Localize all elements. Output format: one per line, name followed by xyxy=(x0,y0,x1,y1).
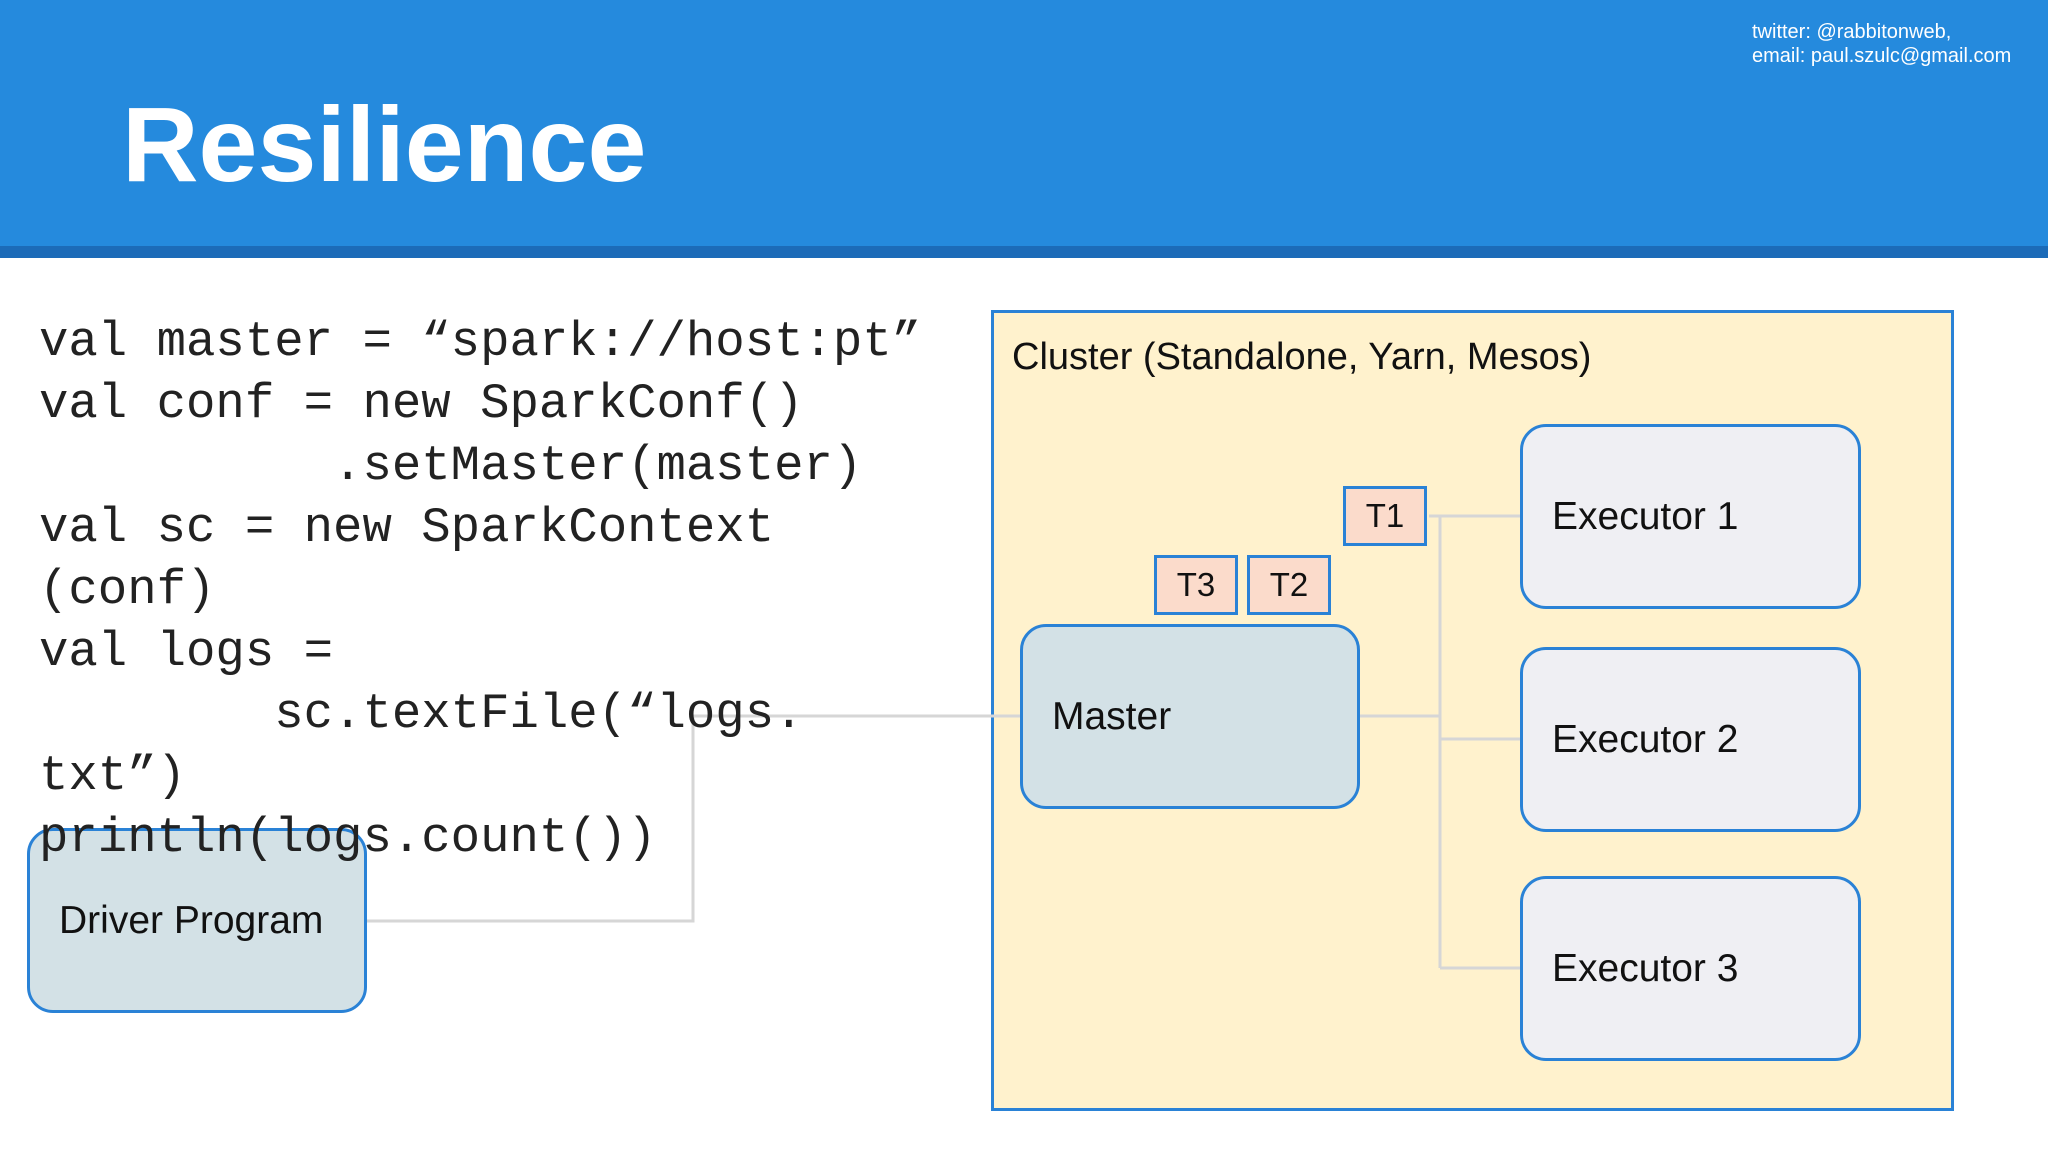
task-t3: T3 xyxy=(1154,555,1238,615)
task-t1-label: T1 xyxy=(1365,497,1405,534)
title-bar xyxy=(0,0,2048,246)
executor-3-node: Executor 3 xyxy=(1520,876,1861,1061)
code-line-4: val sc = new SparkContext xyxy=(39,500,775,556)
task-t3-label: T3 xyxy=(1176,566,1216,603)
code-line-5: (conf) xyxy=(39,562,216,618)
slide-title: Resilience xyxy=(122,86,647,204)
code-line-6: val logs = xyxy=(39,624,334,680)
twitter-handle: twitter: @rabbitonweb, xyxy=(1752,21,1952,43)
executor-3-label: Executor 3 xyxy=(1552,946,1739,990)
executor-1-label: Executor 1 xyxy=(1552,494,1739,538)
executor-2-label: Executor 2 xyxy=(1552,717,1739,761)
code-line-8: txt”) xyxy=(39,748,187,804)
cluster-label: Cluster (Standalone, Yarn, Mesos) xyxy=(1012,336,1592,378)
executor-2-node: Executor 2 xyxy=(1520,647,1861,832)
executor-1-node: Executor 1 xyxy=(1520,424,1861,609)
task-t2-label: T2 xyxy=(1269,566,1309,603)
code-line-1: val master = “spark://host:pt” xyxy=(39,314,922,370)
title-bar-stripe xyxy=(0,246,2048,258)
task-t1: T1 xyxy=(1343,486,1427,546)
driver-program-node: Driver Program xyxy=(27,828,367,1013)
master-label: Master xyxy=(1052,694,1172,738)
contact-info: twitter: @rabbitonweb, email: paul.szulc… xyxy=(1752,20,2011,69)
driver-master-connector xyxy=(366,714,1021,923)
code-line-9: println(logs.count()) xyxy=(39,810,657,866)
task-t2: T2 xyxy=(1247,555,1331,615)
driver-program-label: Driver Program xyxy=(59,898,324,942)
code-line-3: .setMaster(master) xyxy=(39,438,863,494)
email-address: email: paul.szulc@gmail.com xyxy=(1752,45,2012,68)
master-node: Master xyxy=(1020,624,1360,809)
code-line-7: sc.textFile(“logs. xyxy=(39,686,804,742)
code-line-2: val conf = new SparkConf() xyxy=(39,376,804,432)
